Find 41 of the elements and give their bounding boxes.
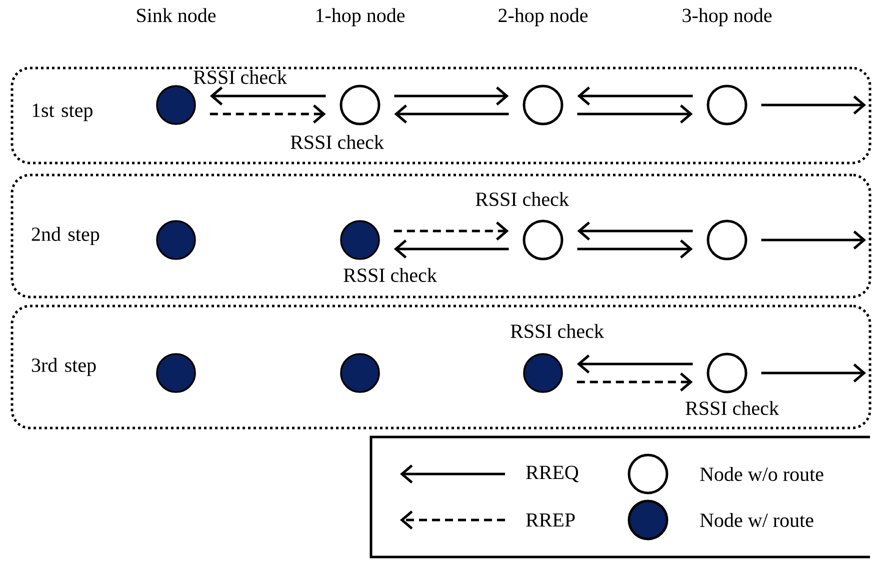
- legend-text: RREQ: [526, 466, 579, 482]
- arrow: [394, 240, 509, 258]
- legend-text: RREP: [526, 513, 575, 527]
- node-circle: [340, 220, 380, 260]
- edge-label: RSSI check: [474, 190, 570, 208]
- node-circle: [706, 220, 748, 260]
- node-circle: [706, 352, 748, 394]
- column-heading: 3-hop node: [682, 8, 772, 26]
- arrow: [577, 104, 693, 124]
- node-circle: [156, 353, 196, 393]
- edge-label: RSSI check: [289, 134, 385, 150]
- edge-label: RSSI check: [192, 68, 288, 86]
- legend-text: Node w/ route: [700, 512, 814, 528]
- column-heading: Sink node: [137, 8, 216, 22]
- arrow: [761, 364, 866, 382]
- arrow: [577, 86, 693, 106]
- arrow: [210, 86, 326, 106]
- edge-label: RSSI check: [684, 400, 780, 416]
- arrow: [761, 230, 866, 250]
- arrow: [394, 222, 509, 240]
- column-heading: 2-hop node: [498, 8, 588, 26]
- arrow: [577, 240, 693, 258]
- node-circle: [522, 84, 564, 126]
- arrow: [761, 96, 866, 114]
- arrow: [577, 222, 693, 240]
- arrow: [394, 104, 509, 124]
- legend-text: Node w/o route: [700, 466, 824, 482]
- arrow: [576, 372, 693, 392]
- edge-label: RSSI check: [509, 322, 605, 340]
- node-circle: [522, 220, 564, 260]
- node-circle: [706, 84, 748, 126]
- column-heading: 1-hop node: [316, 8, 405, 26]
- edge-label: RSSI check: [342, 266, 438, 284]
- node-circle: [156, 220, 196, 260]
- node-circle: [340, 84, 380, 126]
- node-circle: [156, 85, 196, 125]
- node-circle: [340, 353, 380, 393]
- node-circle: [523, 353, 563, 393]
- arrow: [394, 86, 509, 106]
- arrow: [576, 354, 693, 374]
- arrow: [210, 104, 326, 124]
